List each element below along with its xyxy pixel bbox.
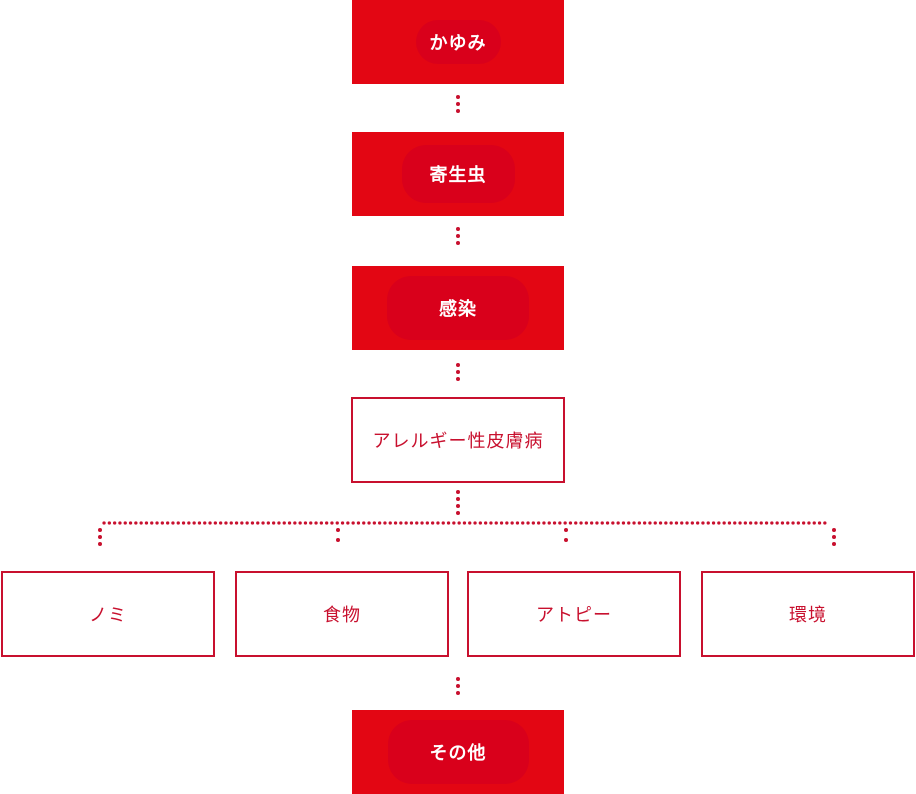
connector-dot [98, 528, 102, 532]
connector-dot [456, 363, 460, 367]
node-allergic-dermatitis-label: アレルギー性皮膚病 [372, 431, 544, 452]
node-itching: かゆみ [352, 0, 564, 84]
connector-dot [456, 102, 460, 106]
connector-dot [456, 497, 460, 501]
connector-dot [456, 377, 460, 381]
node-infection: 感染 [352, 266, 564, 350]
node-other-label: その他 [387, 720, 529, 784]
node-infection-label: 感染 [387, 276, 529, 340]
node-other: その他 [352, 710, 564, 794]
connector-dot [456, 109, 460, 113]
node-food-label: 食物 [323, 605, 361, 626]
connector-dot [98, 535, 102, 539]
connector-dot [832, 528, 836, 532]
connector-dot [456, 490, 460, 494]
connector-dot [832, 542, 836, 546]
connector-dot [456, 684, 460, 688]
connector-dot [456, 504, 460, 508]
node-allergic-dermatitis: アレルギー性皮膚病 [351, 397, 565, 483]
node-parasite: 寄生虫 [352, 132, 564, 216]
connector-dot [456, 511, 460, 515]
connector-dot [456, 677, 460, 681]
node-flea: ノミ [1, 571, 215, 657]
connector-dot [456, 227, 460, 231]
node-atopy: アトピー [467, 571, 681, 657]
connector-dot [98, 542, 102, 546]
node-food: 食物 [235, 571, 449, 657]
node-itching-label: かゆみ [415, 20, 501, 64]
node-flea-label: ノミ [89, 605, 127, 626]
node-environment-label: 環境 [789, 605, 827, 626]
node-atopy-label: アトピー [536, 605, 612, 626]
node-environment: 環境 [701, 571, 915, 657]
connector-dot [456, 95, 460, 99]
connector-dot [336, 538, 340, 542]
connector-dot [456, 691, 460, 695]
connector-dot [564, 528, 568, 532]
connector-dot [336, 528, 340, 532]
node-parasite-label: 寄生虫 [401, 145, 515, 203]
connector-dot [832, 535, 836, 539]
connector-dot [456, 370, 460, 374]
connector-dot [456, 234, 460, 238]
connector-dot [456, 241, 460, 245]
connector-dot [564, 538, 568, 542]
